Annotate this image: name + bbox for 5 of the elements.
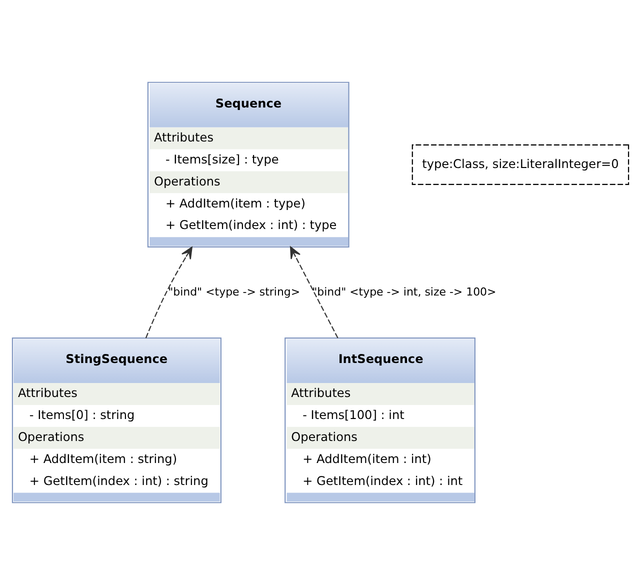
node-box: type:Class, size:LiteralInteger=0 <box>412 144 630 184</box>
edge-label: "bind" <type -> int, size -> 100> <box>312 284 496 298</box>
arrow <box>145 246 192 338</box>
arrow <box>290 246 338 338</box>
edge-label: "bind" <type -> string> <box>168 284 300 298</box>
